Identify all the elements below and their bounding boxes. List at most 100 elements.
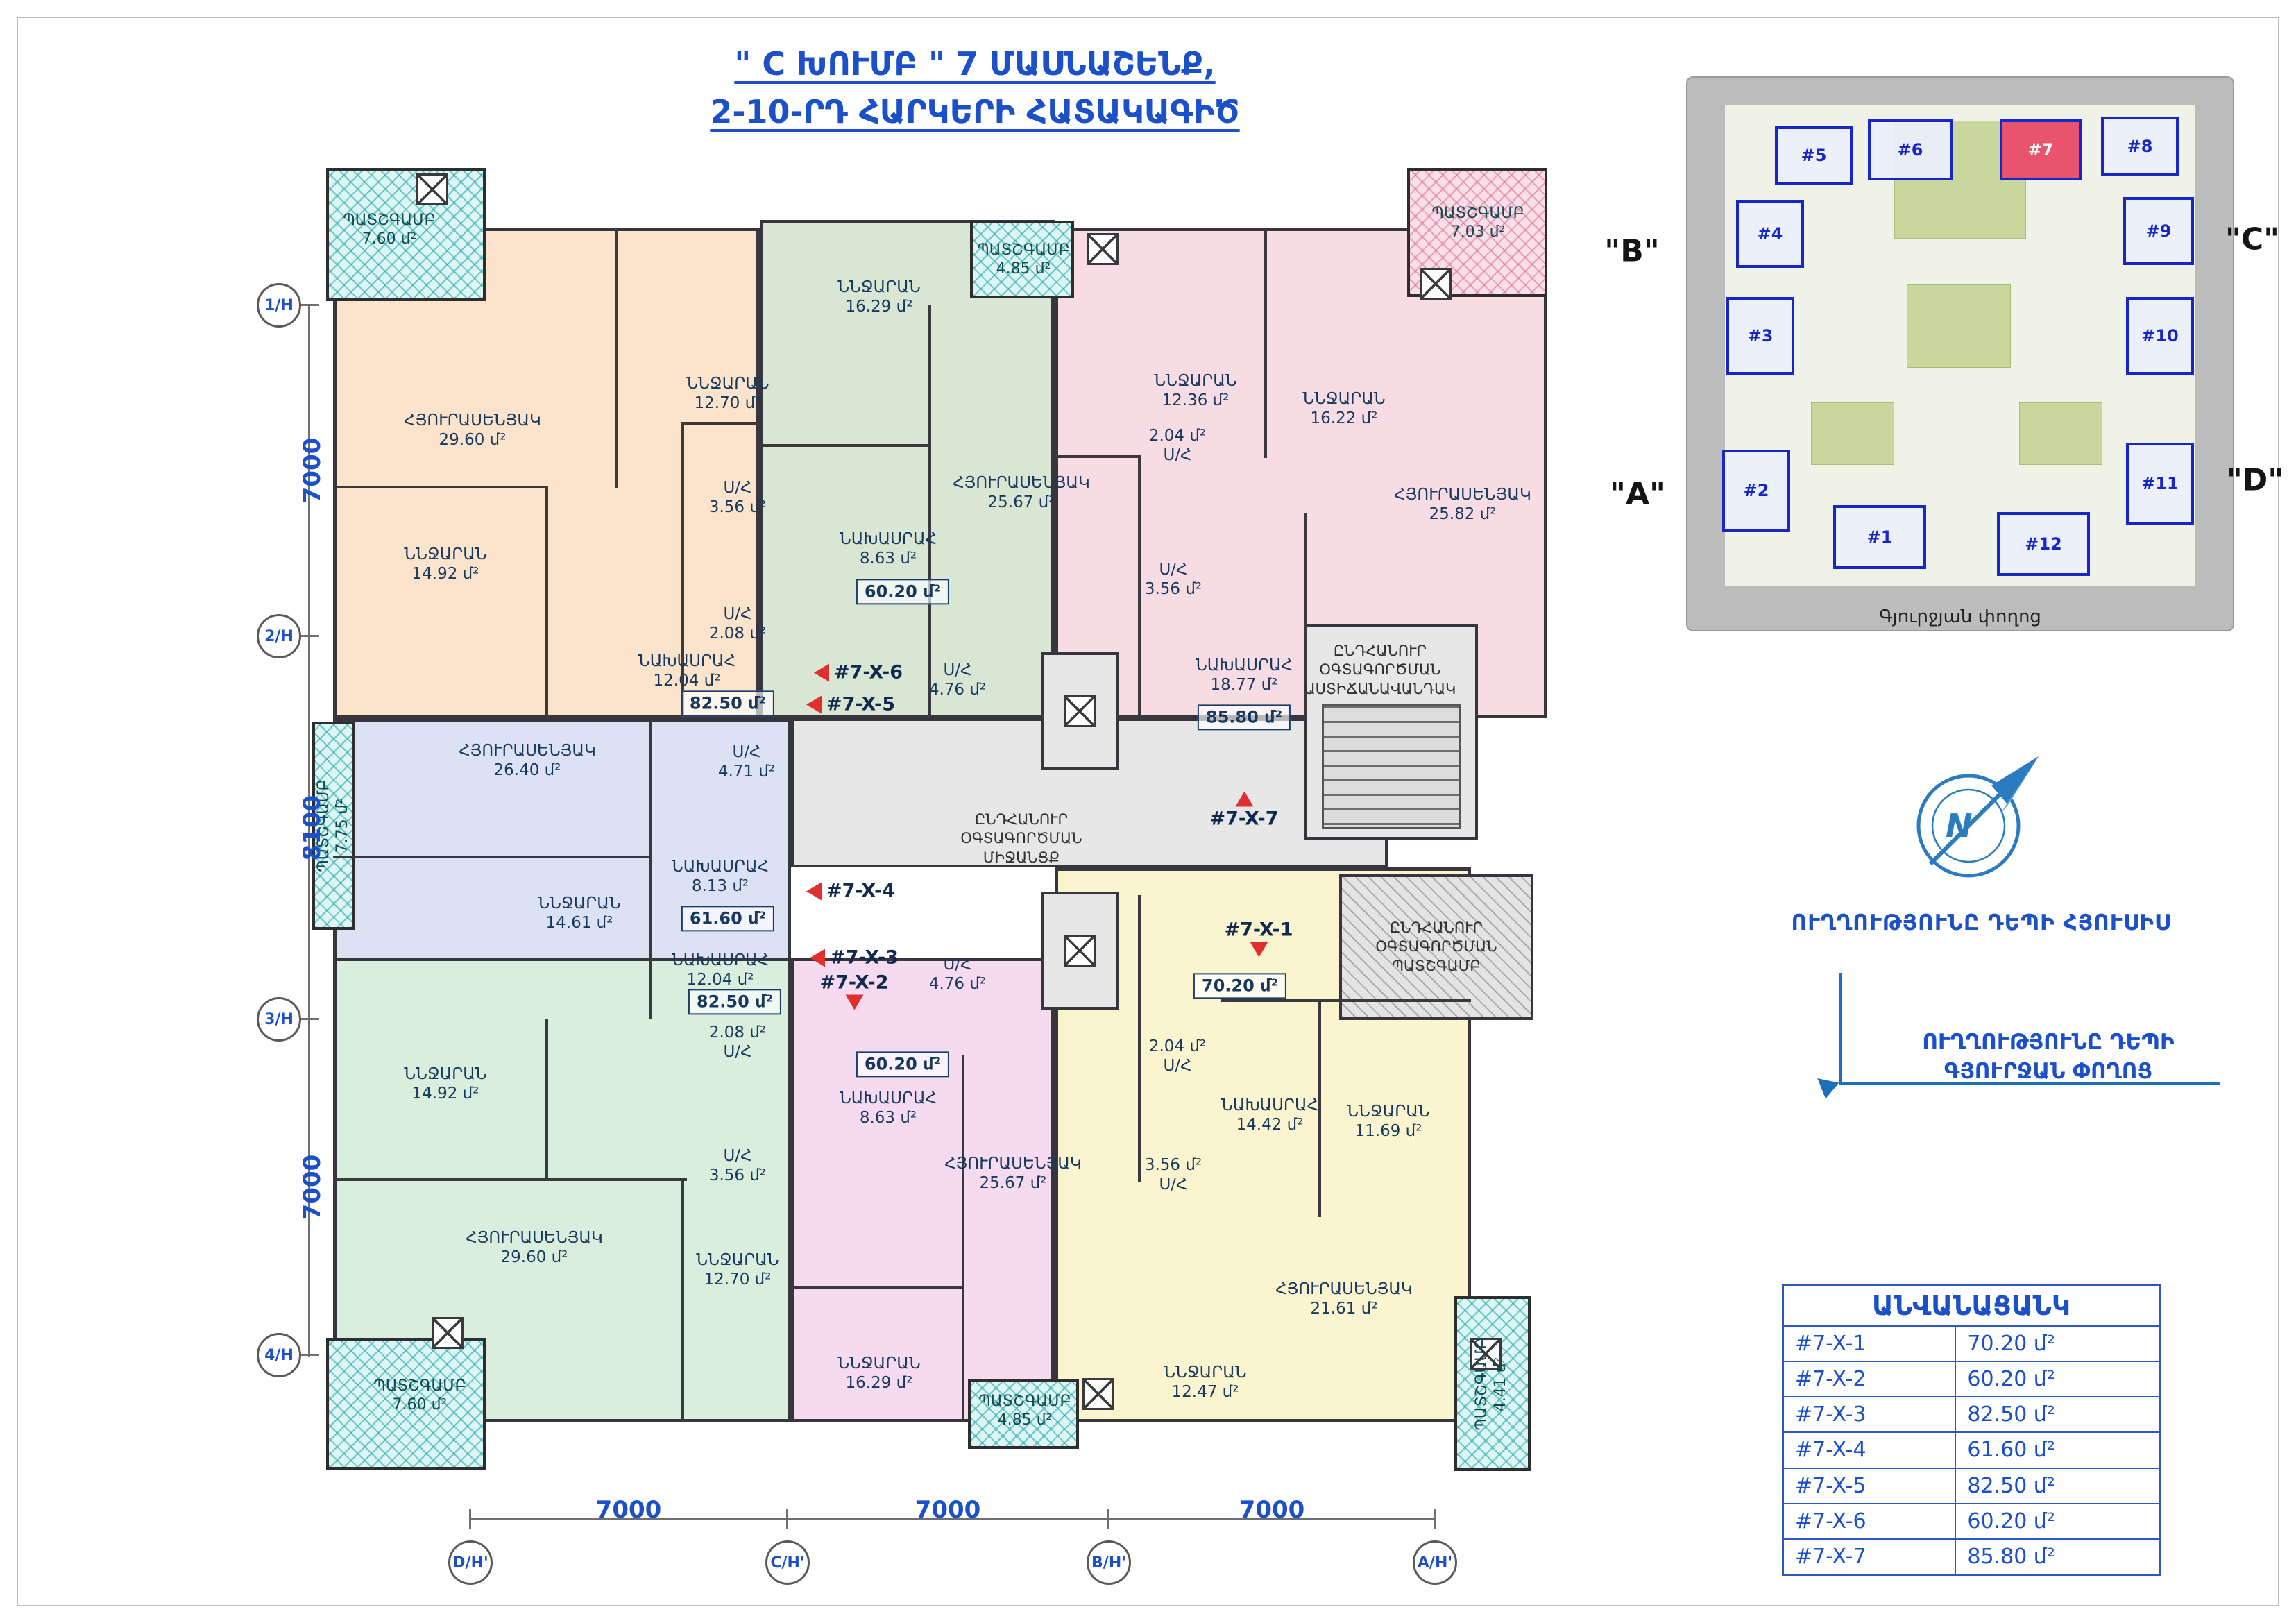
balcony-left [312, 722, 355, 930]
site-building-11: #11 [2126, 443, 2194, 525]
interior-wall [760, 444, 931, 447]
vent-shaft-xbox [1470, 1338, 1502, 1370]
street-direction-caption-line-1: ՈՒՂՂՈՒԹՅՈՒՆԸ ԴԵՊԻ [1922, 1030, 2175, 1055]
vent-shaft-xbox [1064, 695, 1096, 727]
apartment-marker-label: #7-X-7 [1209, 808, 1279, 830]
interior-wall [545, 1019, 548, 1181]
apartment-area-cell: 61.60 մ² [1967, 1438, 2055, 1463]
site-building-3: #3 [1726, 297, 1794, 375]
street-direction-line-horizontal [1839, 1082, 2220, 1085]
apartment-marker: #7-X-3 [809, 946, 899, 969]
interior-wall [681, 1178, 684, 1422]
site-building-7: #7 [2000, 119, 2082, 180]
street-direction-line-vertical [1839, 973, 1842, 1084]
room-label: 82.50 մ² [681, 690, 775, 717]
site-building-1: #1 [1833, 505, 1926, 569]
site-green-area [1907, 284, 2011, 368]
marker-arrow-icon [1235, 791, 1253, 807]
site-building-8: #8 [2101, 117, 2179, 176]
interior-wall [1221, 999, 1471, 1002]
site-quadrant-label: "B" [1604, 233, 1660, 269]
axis-bubble: 1/H [257, 283, 301, 328]
dimension-line [1434, 1509, 1436, 1529]
svg-text:N: N [1946, 807, 1973, 844]
marker-arrow-icon [806, 695, 822, 713]
street-direction-caption: ՈՒՂՂՈՒԹՅՈՒՆԸ ԴԵՊԻ ԳՅՈՒՐՋԱՆ ՓՈՂՈՑ [1882, 1028, 2215, 1087]
balcony-top-center [970, 221, 1074, 298]
apartment-marker: #7-X-7 [1209, 791, 1279, 830]
site-building-5: #5 [1775, 126, 1853, 185]
apartment-marker-label: #7-X-6 [833, 661, 903, 683]
title-line-1: " C ԽՈՒՄԲ " 7 ՄԱՍՆԱՇԵՆՔ, [734, 45, 1216, 83]
dimension-line [469, 1509, 471, 1529]
room-label: 85.80 մ² [1197, 704, 1291, 731]
interior-wall [1318, 1002, 1321, 1217]
area-table-title: ԱՆՎԱՆԱՑԱՆԿ [1784, 1286, 2159, 1327]
axis-bubble: B/H' [1087, 1540, 1131, 1585]
interior-wall [962, 1055, 964, 1422]
interior-wall [681, 422, 684, 718]
room-label: 60.20 մ² [856, 579, 950, 605]
site-green-area [1811, 402, 1894, 465]
axis-bubble: 4/H [257, 1333, 301, 1377]
axis-bubble: C/H' [765, 1540, 810, 1585]
dimension-line [1107, 1509, 1109, 1529]
balcony-bottom-right [1454, 1296, 1531, 1471]
interior-wall [1138, 458, 1141, 718]
apartment-marker: #7-X-1 [1224, 919, 1293, 958]
title-line-2: 2-10-ՐԴ ՀԱՐԿԵՐԻ ՀԱՏԱԿԱԳԻԾ [710, 93, 1240, 130]
apartment-id-cell: #7-X-1 [1784, 1327, 1957, 1361]
apartment-area-cell: 82.50 մ² [1967, 1473, 2055, 1498]
room-label: 82.50 մ² [688, 989, 782, 1015]
interior-wall [1304, 513, 1307, 718]
site-building-6: #6 [1868, 119, 1953, 180]
vent-shaft-xbox [432, 1317, 464, 1349]
interior-wall [1138, 895, 1141, 1182]
north-direction-caption: ՈՒՂՂՈՒԹՅՈՒՆԸ ԴԵՊԻ ՀՅՈՒՍԻՍ [1791, 910, 2171, 935]
site-building-4: #4 [1736, 200, 1804, 268]
axis-bubble: D/H' [448, 1540, 493, 1585]
north-compass-icon: N [1916, 756, 2039, 878]
street-direction-caption-line-2: ԳՅՈՒՐՋԱՆ ՓՈՂՈՑ [1944, 1058, 2153, 1084]
dimension-label: 8100 [298, 794, 326, 861]
apartment-area-cell: 85.80 մ² [1967, 1544, 2055, 1569]
room-label: 60.20 մ² [856, 1051, 950, 1078]
apartment-marker-label: #7-X-3 [829, 946, 899, 969]
vent-shaft-xbox [1082, 1378, 1114, 1410]
vent-shaft-xbox [1087, 233, 1119, 265]
vent-shaft-xbox [1064, 935, 1096, 967]
site-building-12: #12 [1997, 512, 2090, 576]
interior-wall [791, 1286, 964, 1289]
site-quadrant-label: "D" [2226, 462, 2284, 498]
site-building-2: #2 [1722, 450, 1790, 532]
